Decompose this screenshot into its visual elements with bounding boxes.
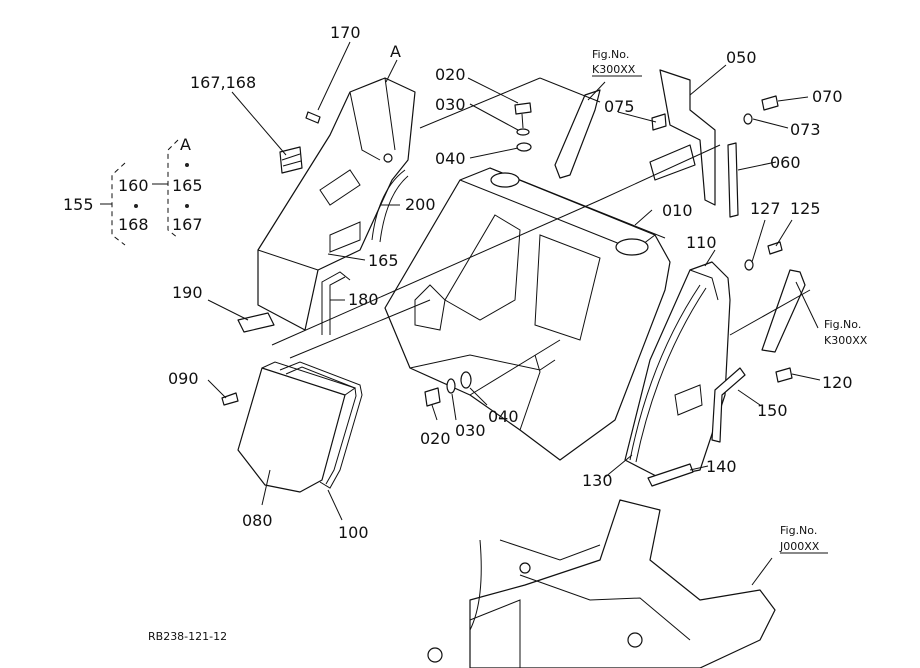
callout-080: 080 — [242, 511, 273, 530]
callout-075: 075 — [604, 97, 635, 116]
group-dot — [185, 204, 189, 208]
diagram-id: RB238-121-12 — [148, 630, 227, 643]
washer-030-top — [516, 128, 530, 136]
callout-120: 120 — [822, 373, 853, 392]
seat-frame-010 — [384, 167, 671, 461]
callout-labels: 170 A 167,168 155 160 168 A 165 167 200 … — [63, 23, 853, 542]
callout-100: 100 — [338, 523, 369, 542]
decal-167-168 — [279, 146, 303, 174]
callout-010: 010 — [662, 201, 693, 220]
washer-040-bottom — [460, 371, 472, 389]
group-dot — [185, 163, 189, 167]
trim-150 — [711, 367, 746, 443]
trim-130 — [629, 284, 707, 463]
bracket-075 — [649, 113, 696, 181]
bolt-020-bottom — [424, 387, 441, 407]
callout-030-top: 030 — [435, 95, 466, 114]
bolt-125 — [767, 241, 783, 255]
callout-190: 190 — [172, 283, 203, 302]
fender-panel-165 — [257, 77, 416, 331]
bolt-120 — [775, 367, 793, 383]
callout-073: 073 — [790, 120, 821, 139]
callout-165: 165 — [368, 251, 399, 270]
callout-050: 050 — [726, 48, 757, 67]
figure-reference-3[interactable]: Fig.No. J000XX — [779, 524, 828, 554]
callout-a-top: A — [390, 42, 401, 61]
bolt-020-top — [514, 102, 532, 129]
washer-040-top — [516, 142, 532, 152]
callout-167-168: 167,168 — [190, 73, 256, 92]
fig-ref-label: Fig.No. — [824, 318, 861, 331]
bolt-090 — [221, 392, 239, 406]
callout-150: 150 — [757, 401, 788, 420]
upper-bracket — [554, 89, 601, 179]
callout-040-top: 040 — [435, 149, 466, 168]
callout-127: 127 — [750, 199, 781, 218]
tool-box-080 — [237, 361, 357, 493]
callout-167-group: 167 — [172, 215, 203, 234]
callout-110: 110 — [686, 233, 717, 252]
callout-160: 160 — [118, 176, 149, 195]
callout-180: 180 — [348, 290, 379, 309]
washer-127 — [744, 259, 754, 271]
bolt-070 — [761, 95, 779, 111]
callout-020-bottom: 020 — [420, 429, 451, 448]
callout-090: 090 — [168, 369, 199, 388]
leader-lines — [207, 41, 821, 586]
callout-155: 155 — [63, 195, 94, 214]
handle-100 — [279, 361, 363, 489]
callout-070: 070 — [812, 87, 843, 106]
fig-ref-code: K300XX — [824, 334, 868, 347]
group-bracket-155 — [100, 139, 179, 246]
handle-bracket-180 — [321, 271, 351, 335]
chassis-frame — [427, 499, 776, 668]
callout-165-group: 165 — [172, 176, 203, 195]
callout-140: 140 — [706, 457, 737, 476]
projection-lines — [271, 77, 811, 396]
callout-168: 168 — [118, 215, 149, 234]
callout-030-bottom: 030 — [455, 421, 486, 440]
plate-050 — [659, 69, 716, 206]
callout-130: 130 — [582, 471, 613, 490]
callout-040-bottom: 040 — [488, 407, 519, 426]
callout-060: 060 — [770, 153, 801, 172]
side-bracket — [761, 269, 806, 353]
figure-reference-1[interactable]: Fig.No. K300XX — [592, 48, 642, 77]
figure-reference-2[interactable]: Fig.No. K300XX — [824, 318, 868, 347]
callout-020-top: 020 — [435, 65, 466, 84]
group-dot — [134, 204, 138, 208]
washer-073 — [743, 113, 753, 125]
fig-ref-label: Fig.No. — [780, 524, 817, 537]
callout-125: 125 — [790, 199, 821, 218]
callout-170: 170 — [330, 23, 361, 42]
fig-ref-code: K300XX — [592, 63, 636, 76]
callout-200: 200 — [405, 195, 436, 214]
callout-a-group: A — [180, 135, 191, 154]
rubber-140 — [647, 463, 694, 487]
fig-ref-label: Fig.No. — [592, 48, 629, 61]
fig-ref-code: J000XX — [779, 540, 820, 553]
bolt-170 — [305, 111, 321, 124]
trim-strip-200 — [371, 169, 409, 243]
rubber-190 — [237, 312, 275, 333]
washer-030-bottom — [446, 378, 456, 394]
rod-060 — [727, 142, 739, 218]
